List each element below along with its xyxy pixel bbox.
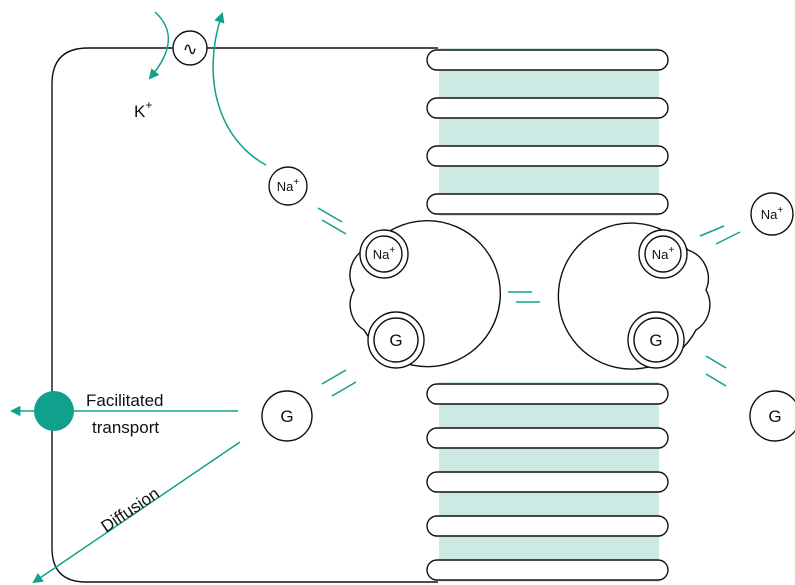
dash xyxy=(699,225,725,237)
microvillus xyxy=(426,49,669,71)
microvillus xyxy=(426,383,669,405)
sodium-ion-bound-left: Na+ xyxy=(359,229,409,279)
svg-text:Na+: Na+ xyxy=(373,245,396,262)
potassium-arrow xyxy=(148,11,169,80)
diffusion-arrow xyxy=(32,441,241,584)
potassium-label: K+ xyxy=(134,98,152,121)
diffusion-label: Diffusion xyxy=(98,484,163,537)
microvillus xyxy=(426,427,669,449)
pump-icon: ∿ xyxy=(182,39,197,59)
glucose-bound-left: G xyxy=(367,311,425,369)
svg-text:Na+: Na+ xyxy=(277,177,300,194)
sodium-ion-bound-right: Na+ xyxy=(638,229,688,279)
dash xyxy=(331,381,357,397)
svg-text:G: G xyxy=(280,407,293,426)
glut-carrier xyxy=(34,391,74,431)
svg-text:Na+: Na+ xyxy=(761,205,784,222)
microvillus xyxy=(426,193,669,215)
dash xyxy=(321,219,347,235)
glucose-intracellular: G xyxy=(261,390,313,442)
glucose-lumen: G xyxy=(749,390,795,442)
facilitated-label-line2: transport xyxy=(92,418,159,437)
microvillus xyxy=(426,559,669,581)
dash xyxy=(321,369,347,385)
sglt-transporter-right xyxy=(557,222,711,370)
dash xyxy=(705,355,727,369)
sglt-transporter-left xyxy=(349,219,502,368)
microvillus xyxy=(426,515,669,537)
sodium-efflux-arrow xyxy=(212,12,267,166)
svg-text:G: G xyxy=(649,331,662,350)
microvillus xyxy=(426,471,669,493)
svg-text:Na+: Na+ xyxy=(652,245,675,262)
glucose-bound-right: G xyxy=(627,311,685,369)
svg-text:G: G xyxy=(389,331,402,350)
na-k-pump xyxy=(172,30,208,66)
facilitated-label-line1: Facilitated xyxy=(86,391,163,410)
sodium-ion-intracellular: Na+ xyxy=(268,166,308,206)
dash xyxy=(715,231,741,245)
microvillus xyxy=(426,145,669,167)
sodium-ion-lumen: Na+ xyxy=(750,192,794,236)
cell-membrane xyxy=(51,47,438,583)
microvillus xyxy=(426,97,669,119)
microvilli xyxy=(426,49,669,581)
dash xyxy=(317,207,343,223)
dash xyxy=(705,373,727,387)
brush-border-shade-top xyxy=(439,48,659,216)
svg-text:G: G xyxy=(768,407,781,426)
